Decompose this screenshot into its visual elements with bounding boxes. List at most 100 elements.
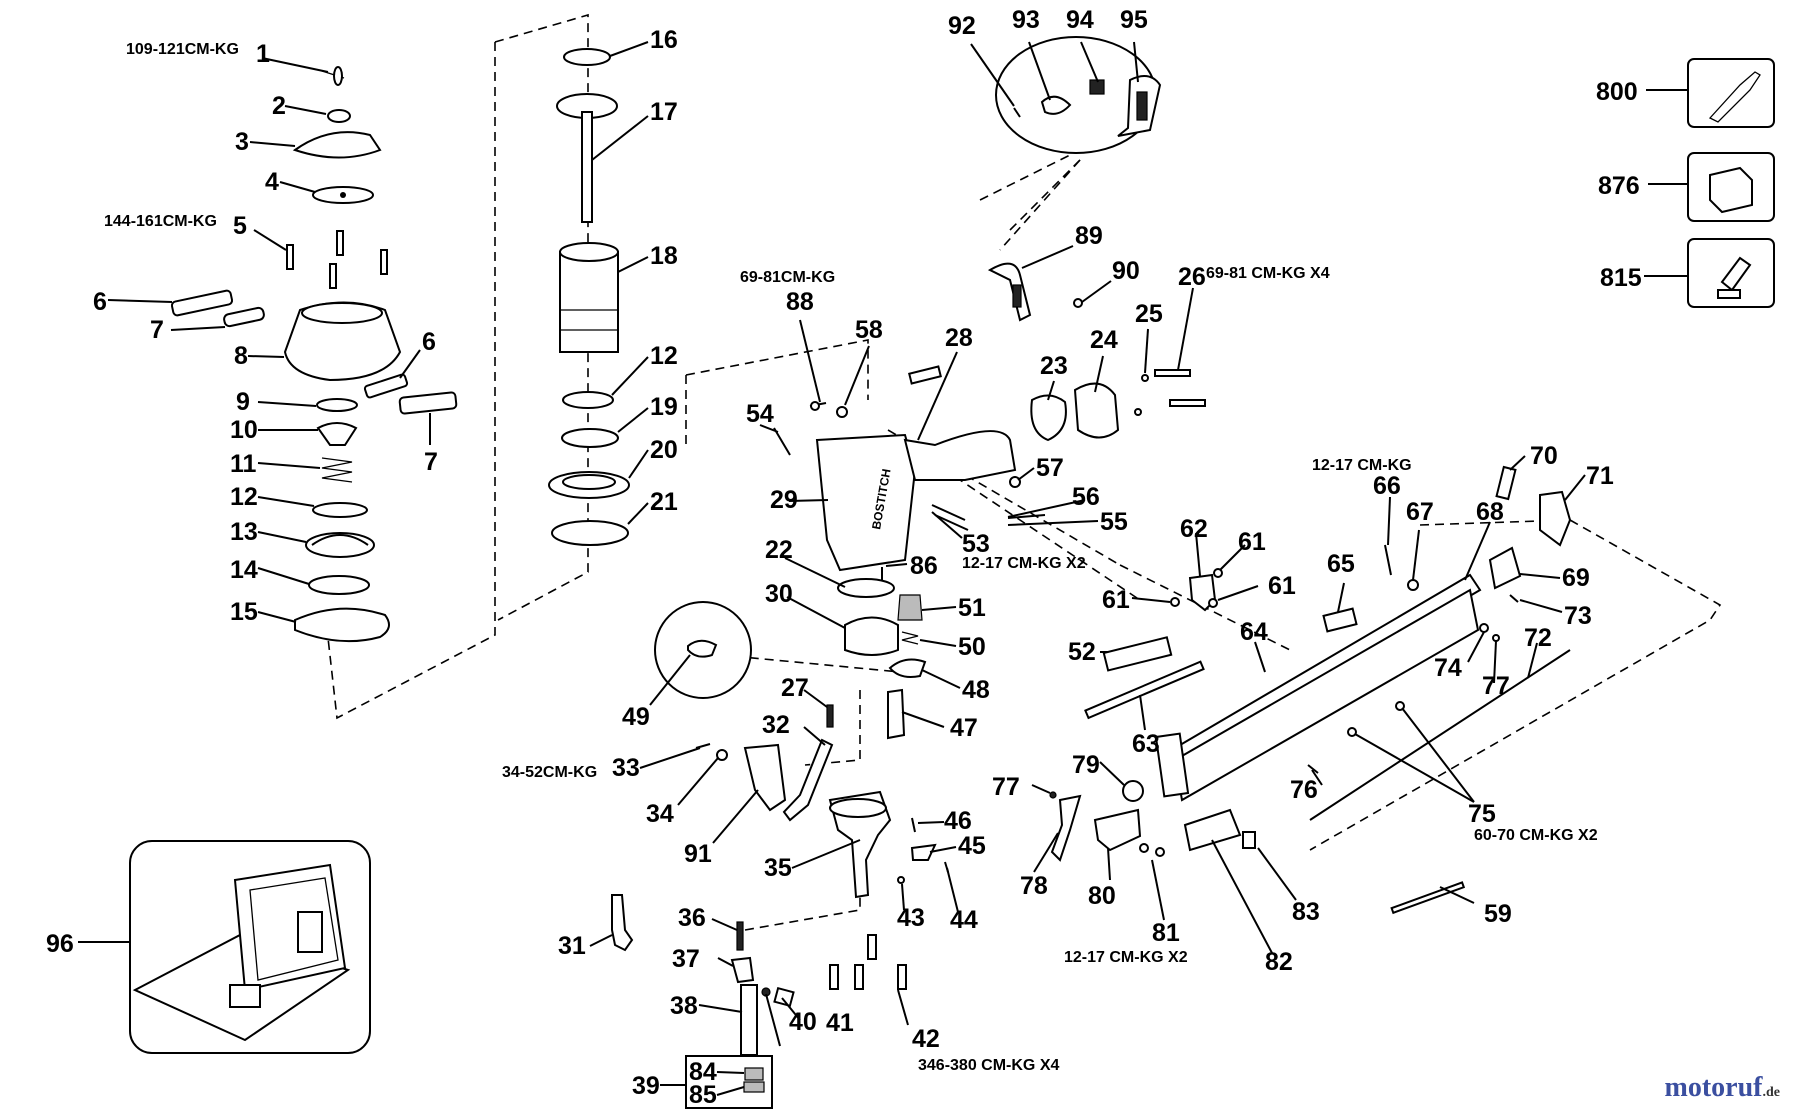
part-37-bracket (730, 956, 755, 984)
part-57-screw (1009, 476, 1021, 488)
callout-13: 13 (230, 518, 258, 546)
part-4-disk (312, 186, 374, 204)
part-80-contact (1093, 808, 1142, 852)
callout-37: 37 (672, 945, 700, 973)
callout-39: 39 (632, 1072, 660, 1100)
callout-12b: 12 (650, 342, 678, 370)
callout-81: 81 (1152, 919, 1180, 947)
callout-21: 21 (650, 488, 678, 516)
callout-25: 25 (1135, 300, 1163, 328)
part-15-gasket (294, 607, 390, 643)
torque-notes: 109-121CM-KG 144-161CM-KG 69-81CM-KG 69-… (104, 41, 1598, 1074)
callout-44: 44 (950, 906, 978, 934)
callout-52: 52 (1068, 638, 1096, 666)
part-81-screws (1139, 843, 1165, 857)
part-76-pin (1307, 764, 1319, 774)
part-89-trigger (987, 262, 1032, 322)
part-27-spring (826, 704, 834, 728)
note-69-81-x4: 69-81 CM-KG X4 (1206, 265, 1330, 282)
callout-85: 85 (689, 1081, 717, 1109)
part-12-oring (312, 502, 368, 518)
part-74-pin (1479, 623, 1489, 633)
callout-62: 62 (1180, 515, 1208, 543)
part-10-valve (316, 422, 358, 446)
callout-40: 40 (789, 1008, 817, 1036)
callout-12a: 12 (230, 483, 258, 511)
part-30-housing (844, 616, 899, 656)
callout-35: 35 (764, 854, 792, 882)
callout-79: 79 (1072, 751, 1100, 779)
callout-43: 43 (897, 904, 925, 932)
callout-22: 22 (765, 536, 793, 564)
part-9-oring (316, 398, 358, 412)
callout-19: 19 (650, 393, 678, 421)
part-24-end-cap (1073, 382, 1120, 439)
part-14-ring (308, 575, 370, 595)
part-26-bolts (1154, 369, 1206, 407)
callout-27: 27 (781, 674, 809, 702)
callout-1: 1 (256, 40, 270, 68)
callout-82: 82 (1265, 948, 1293, 976)
part-876-box (1687, 152, 1775, 222)
note-144-161: 144-161CM-KG (104, 213, 217, 230)
part-96-case (129, 840, 371, 1054)
callout-33: 33 (612, 754, 640, 782)
callout-56: 56 (1072, 483, 1100, 511)
part-91-cover (743, 743, 787, 812)
part-16-oring (563, 48, 611, 66)
callout-38: 38 (670, 992, 698, 1020)
callout-53: 53 (962, 530, 990, 558)
part-51-valve (897, 594, 923, 621)
part-25-washers (1134, 374, 1149, 416)
part-29-frame: BOSTITCH (815, 430, 1017, 572)
part-68-magazine (1154, 573, 1482, 802)
part-75-screws (1347, 701, 1405, 737)
note-12-17: 12-17 CM-KG (1312, 457, 1412, 474)
part-18-cylinder (559, 242, 619, 353)
callout-80: 80 (1088, 882, 1116, 910)
part-3-cover (292, 131, 382, 159)
callout-57: 57 (1036, 454, 1064, 482)
note-34-52: 34-52CM-KG (502, 764, 597, 781)
callout-77b: 77 (992, 773, 1020, 801)
callout-75: 75 (1468, 800, 1496, 828)
note-109-121: 109-121CM-KG (126, 41, 239, 58)
part-90-pin (1073, 298, 1083, 308)
detail-circle-49 (654, 601, 752, 699)
part-59-strip (1390, 881, 1466, 915)
part-73-pin (1509, 594, 1519, 603)
callout-23: 23 (1040, 352, 1068, 380)
part-71-latch (1539, 490, 1572, 547)
callout-28: 28 (945, 324, 973, 352)
parts-artwork: BOSTITCH (129, 36, 1775, 1109)
part-20-bumper (548, 471, 630, 499)
callout-78: 78 (1020, 872, 1048, 900)
callout-29: 29 (770, 486, 798, 514)
callout-8: 8 (234, 342, 248, 370)
part-28-decal (908, 365, 942, 385)
callout-76: 76 (1290, 776, 1318, 804)
part-8-top-cap (283, 301, 402, 382)
callout-70: 70 (1530, 442, 1558, 470)
part-32-latch (782, 738, 834, 822)
callout-86: 86 (910, 552, 938, 580)
callout-65: 65 (1327, 550, 1355, 578)
part-39-box (685, 1055, 773, 1109)
part-33-screw (695, 743, 711, 749)
callout-84: 84 (689, 1058, 717, 1086)
callout-96: 96 (46, 930, 74, 958)
part-69-lever (1488, 546, 1522, 590)
callout-34: 34 (646, 800, 674, 828)
part-17-piston-driver (556, 93, 618, 223)
note-60-70-x2: 60-70 CM-KG X2 (1474, 827, 1598, 844)
callout-88: 88 (786, 288, 814, 316)
callout-10: 10 (230, 416, 258, 444)
callout-3: 3 (235, 128, 249, 156)
part-53-pins (931, 504, 969, 531)
note-69-81: 69-81CM-KG (740, 269, 835, 286)
callout-69: 69 (1562, 564, 1590, 592)
part-82-foot (1183, 808, 1242, 852)
callout-5: 5 (233, 212, 247, 240)
callout-50: 50 (958, 633, 986, 661)
callout-11: 11 (230, 450, 257, 478)
